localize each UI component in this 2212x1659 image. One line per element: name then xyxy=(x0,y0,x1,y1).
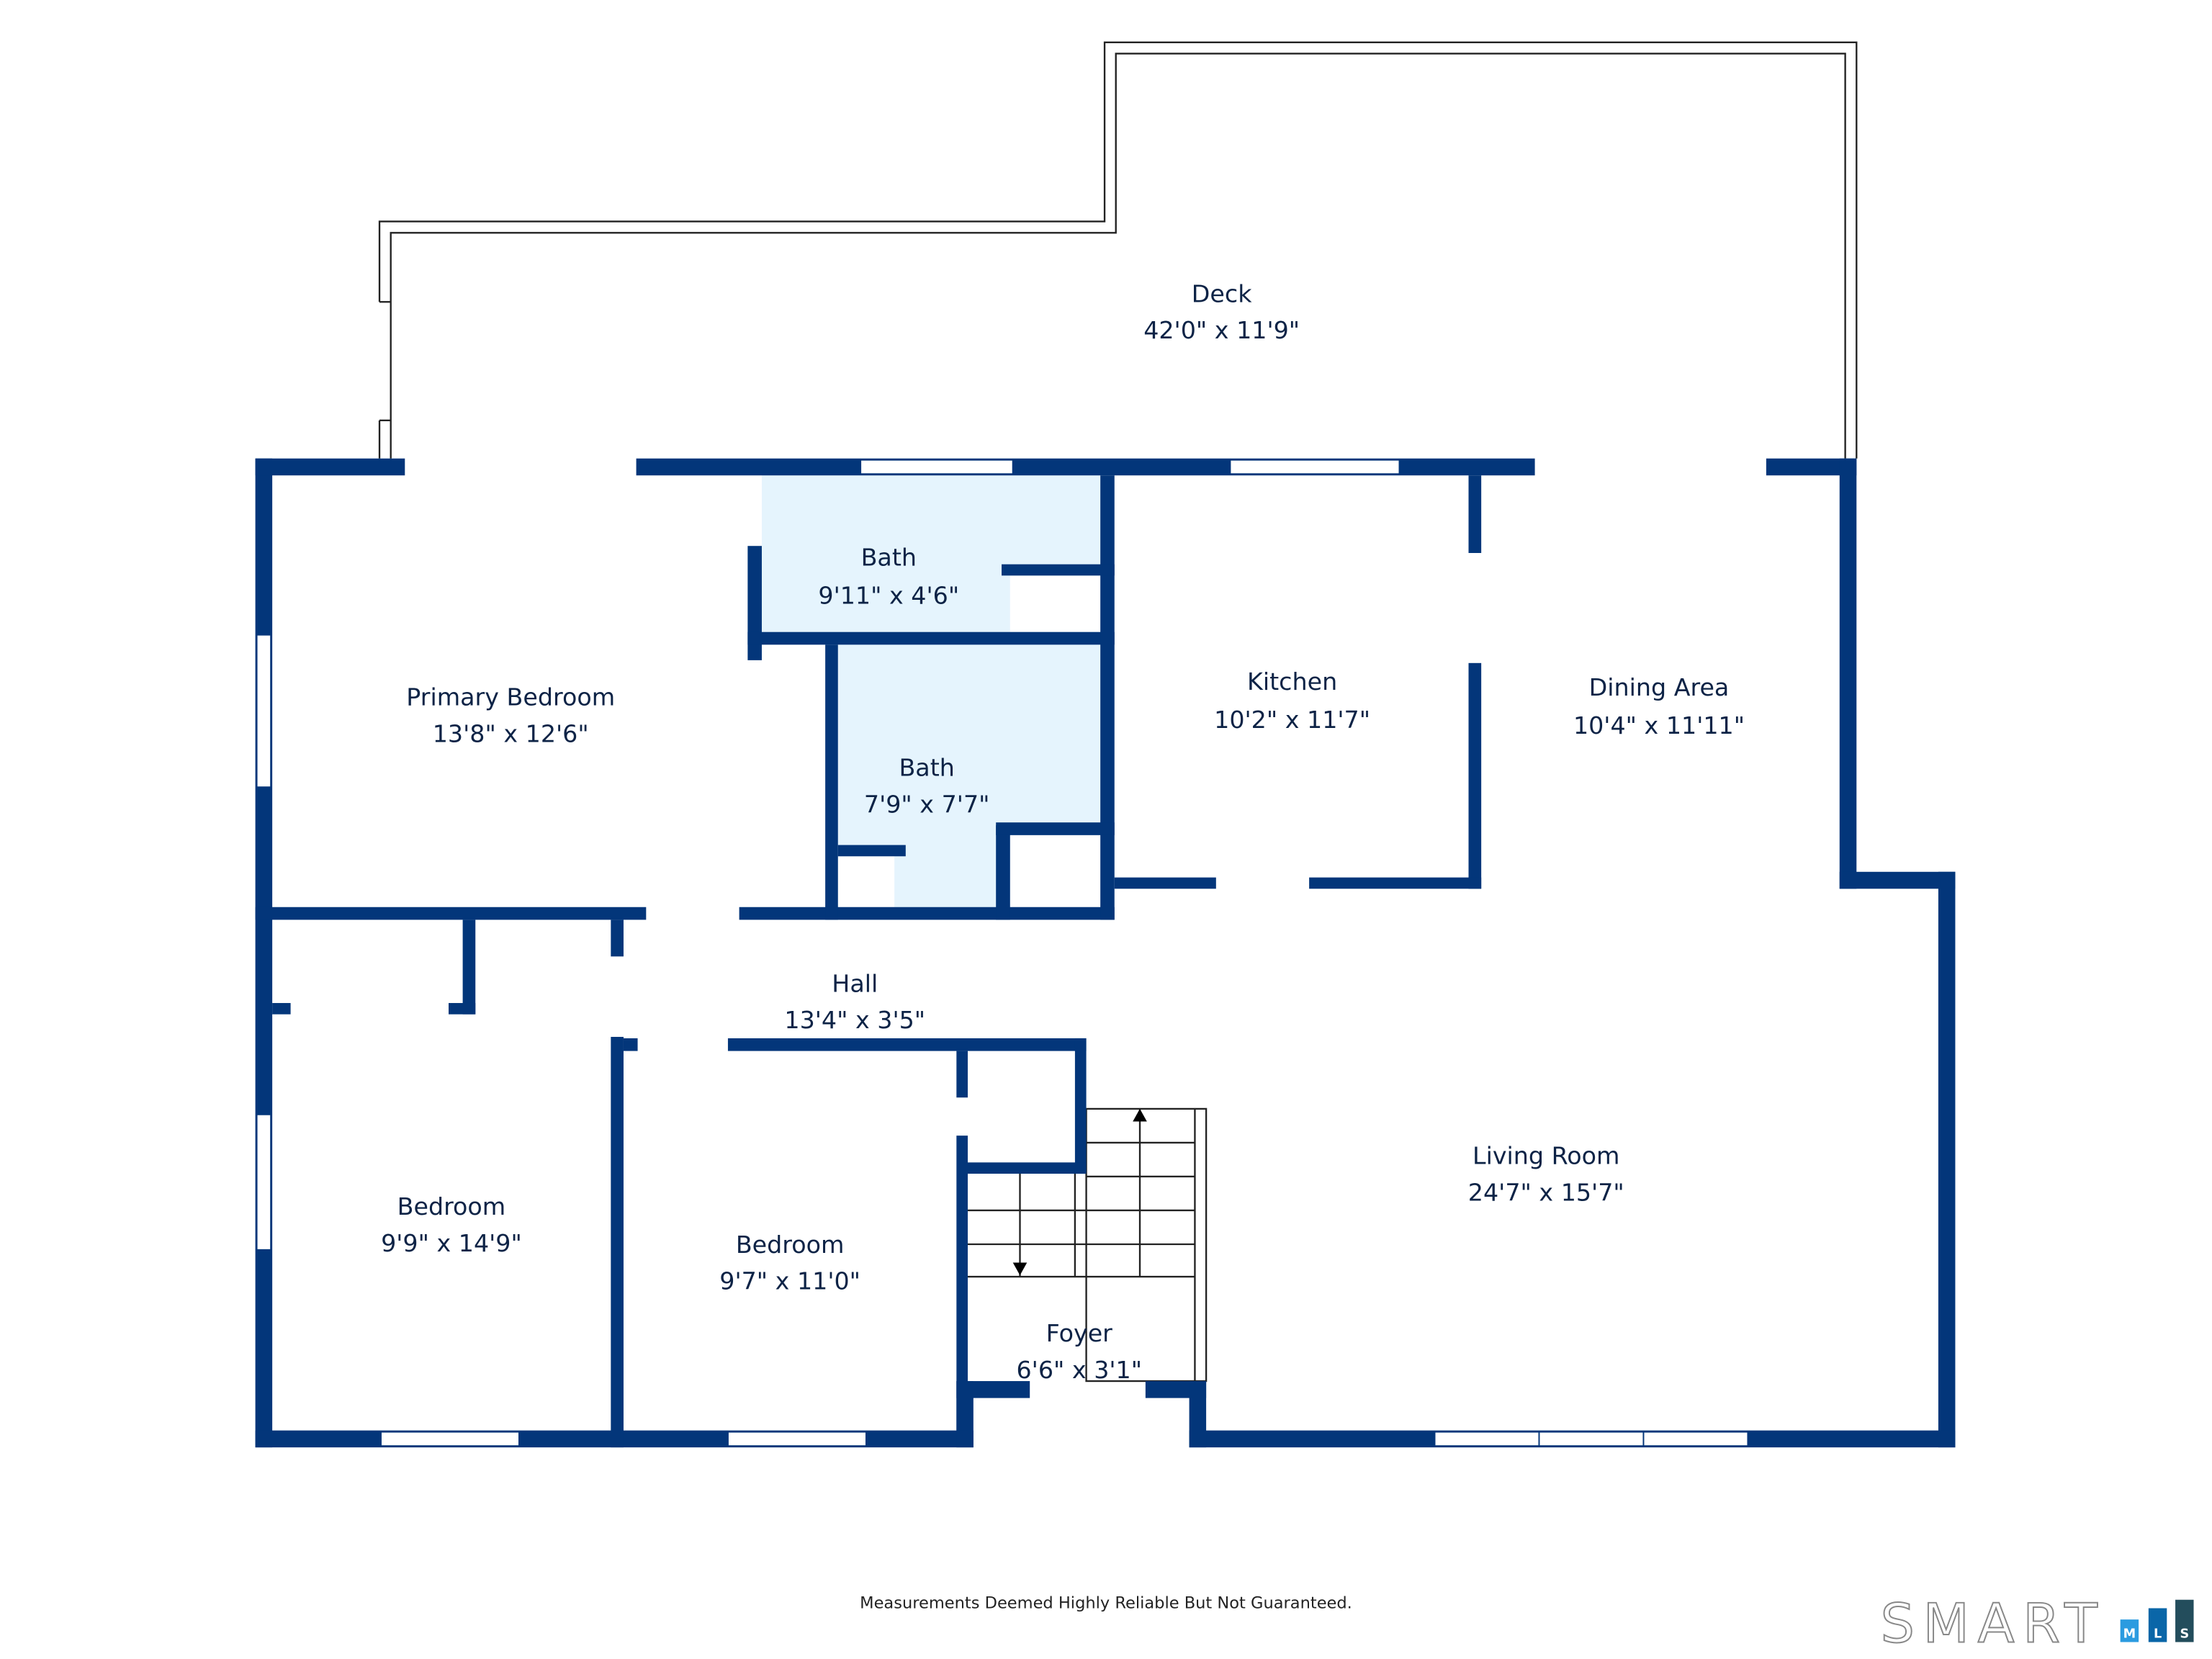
svg-text:SMART: SMART xyxy=(1881,1592,2106,1655)
svg-text:L: L xyxy=(2154,1627,2162,1642)
svg-text:Bath: Bath xyxy=(899,754,954,782)
room-label-living-room: Living Room 24'7" x 15'7" xyxy=(1468,1141,1624,1206)
room-label-primary-bedroom: Primary Bedroom 13'8" x 12'6" xyxy=(406,683,615,748)
svg-text:13'8" x 12'6": 13'8" x 12'6" xyxy=(433,720,589,748)
room-label-foyer: Foyer 6'6" x 3'1" xyxy=(1016,1319,1142,1384)
svg-text:Primary Bedroom: Primary Bedroom xyxy=(406,683,615,711)
windows xyxy=(256,459,1749,1447)
deck-outline xyxy=(378,41,1858,459)
svg-text:9'7" x 11'0": 9'7" x 11'0" xyxy=(719,1267,860,1295)
staircase xyxy=(968,1107,1208,1382)
svg-text:24'7" x 15'7": 24'7" x 15'7" xyxy=(1468,1178,1624,1206)
svg-text:Living Room: Living Room xyxy=(1473,1141,1619,1169)
svg-text:9'11" x 4'6": 9'11" x 4'6" xyxy=(818,582,959,610)
room-label-hall: Hall 13'4" x 3'5" xyxy=(784,969,925,1034)
svg-text:10'2" x 11'7": 10'2" x 11'7" xyxy=(1214,706,1370,734)
svg-text:6'6" x 3'1": 6'6" x 3'1" xyxy=(1016,1356,1142,1384)
svg-text:9'9" x 14'9": 9'9" x 14'9" xyxy=(381,1229,522,1257)
svg-text:Bedroom: Bedroom xyxy=(397,1192,506,1220)
svg-text:M: M xyxy=(2123,1627,2136,1642)
svg-text:Bath: Bath xyxy=(861,544,917,572)
room-label-deck: Deck 42'0" x 11'9" xyxy=(1143,279,1300,344)
svg-text:Foyer: Foyer xyxy=(1046,1319,1113,1347)
svg-text:Deck: Deck xyxy=(1192,279,1252,307)
svg-text:Hall: Hall xyxy=(832,969,878,997)
walls xyxy=(255,458,1956,1448)
svg-text:10'4" x 11'11": 10'4" x 11'11" xyxy=(1573,711,1745,739)
svg-text:13'4" x 3'5": 13'4" x 3'5" xyxy=(784,1006,925,1034)
room-label-dining-area: Dining Area 10'4" x 11'11" xyxy=(1573,673,1745,739)
svg-text:7'9" x 7'7": 7'9" x 7'7" xyxy=(864,790,990,818)
room-label-bedroom-left: Bedroom 9'9" x 14'9" xyxy=(381,1192,522,1257)
room-label-bath-upper: Bath 9'11" x 4'6" xyxy=(818,544,959,610)
room-label-bath-lower: Bath 7'9" x 7'7" xyxy=(864,754,990,819)
svg-text:Bedroom: Bedroom xyxy=(736,1231,845,1259)
svg-text:42'0" x 11'9": 42'0" x 11'9" xyxy=(1143,316,1300,344)
svg-text:S: S xyxy=(2180,1627,2189,1642)
svg-text:Dining Area: Dining Area xyxy=(1589,673,1730,701)
svg-text:Kitchen: Kitchen xyxy=(1247,667,1337,696)
room-label-kitchen: Kitchen 10'2" x 11'7" xyxy=(1214,667,1370,734)
room-label-bedroom-middle: Bedroom 9'7" x 11'0" xyxy=(719,1231,860,1295)
smart-mls-logo: SMART M L S xyxy=(1880,1592,2194,1655)
disclaimer: Measurements Deemed Highly Reliable But … xyxy=(860,1593,1352,1612)
